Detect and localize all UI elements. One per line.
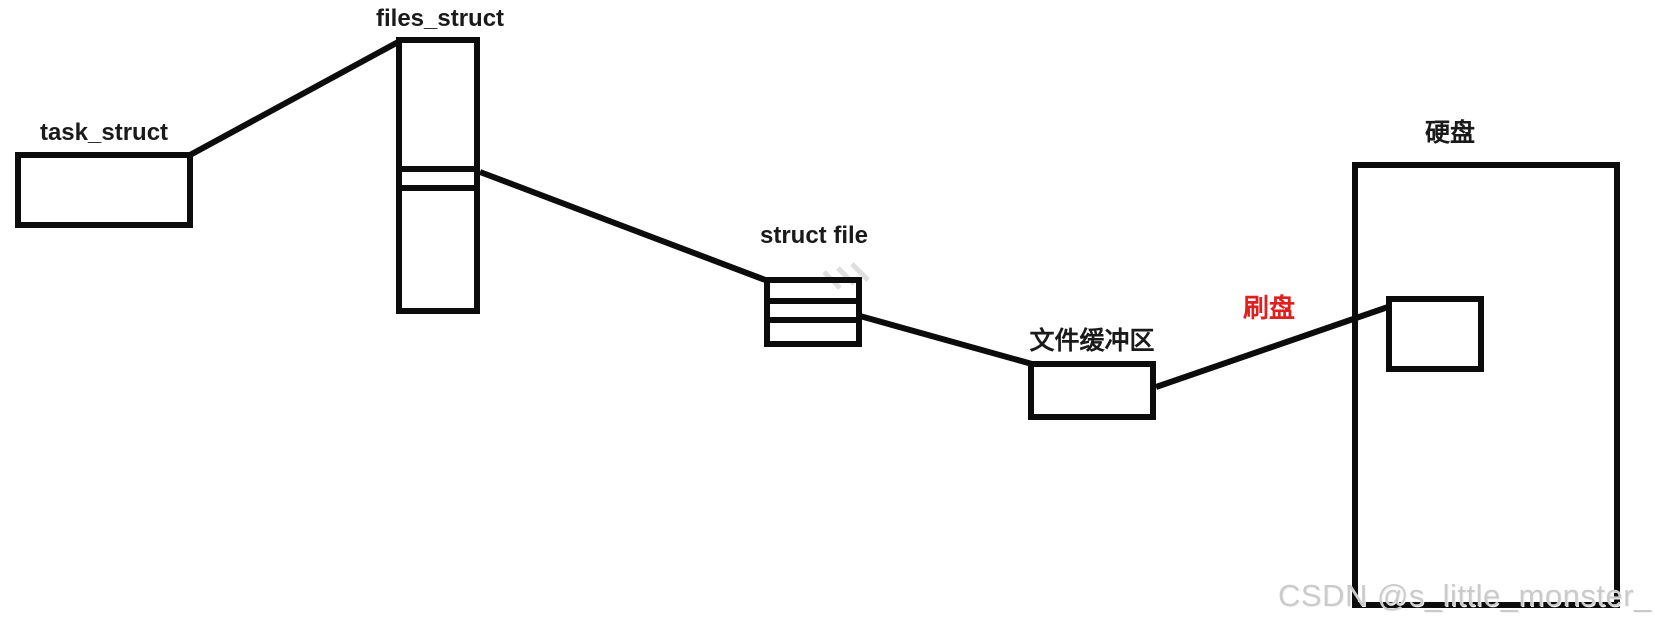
file-buffer-label: 文件缓冲区 <box>1029 327 1155 355</box>
files-struct-label: files_struct <box>376 5 505 32</box>
files-struct-box <box>396 37 480 314</box>
flush-edge-label: 刷盘 <box>1243 293 1296 323</box>
struct-file-row-line-bottom <box>764 317 862 323</box>
disk-label: 硬盘 <box>1424 119 1475 147</box>
struct-file-row-line-top <box>764 298 862 304</box>
disk-box <box>1352 162 1620 608</box>
files-struct-fd-slot-line-top <box>396 166 480 172</box>
edge-structfile-to-buffer <box>859 313 1033 367</box>
task-struct-label: task_struct <box>39 119 169 146</box>
struct-file-box <box>764 277 862 347</box>
files-struct-fd-slot-line-bottom <box>396 185 480 191</box>
disk-block-box <box>1386 296 1484 372</box>
file-buffer-box <box>1028 361 1156 420</box>
task-struct-box <box>15 152 193 228</box>
csdn-watermark: CSDN @s_little_monster_ <box>1278 578 1652 613</box>
edge-task-to-files <box>188 38 402 158</box>
struct-file-label: struct file <box>759 222 869 249</box>
edge-files-to-structfile <box>478 169 770 284</box>
